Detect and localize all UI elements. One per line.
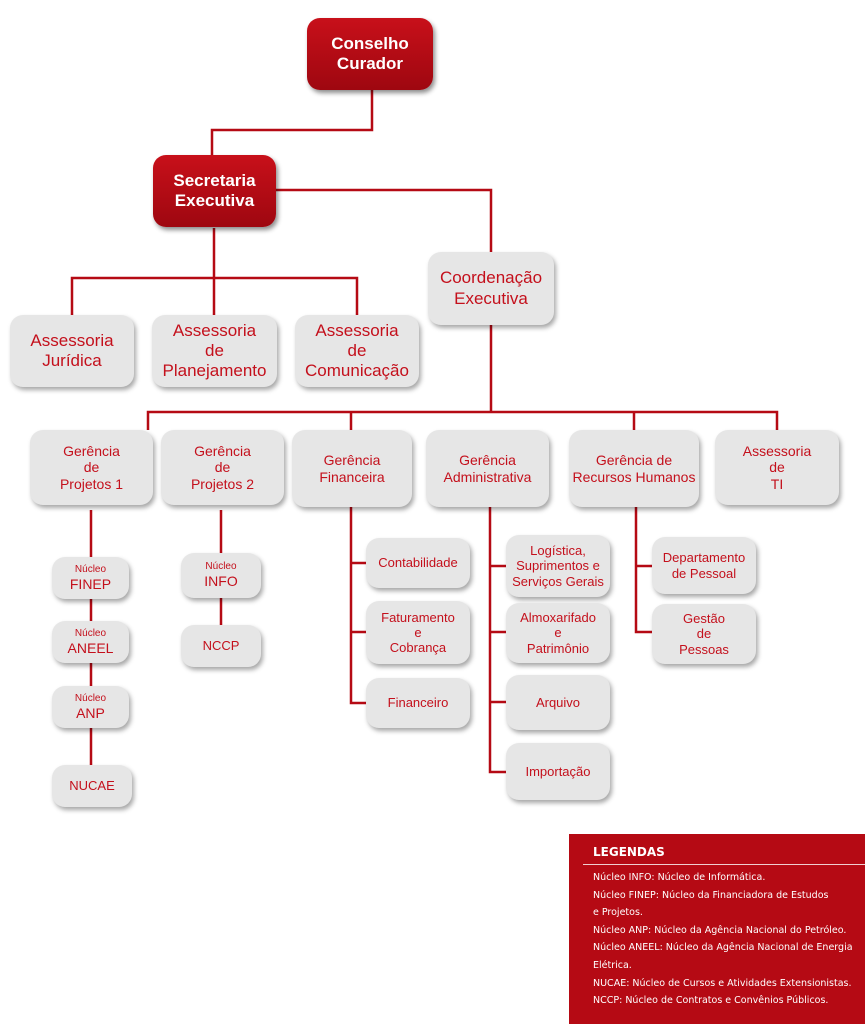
node-secretaria-executiva: Secretaria Executiva <box>153 155 276 227</box>
legend-panel: LEGENDAS Núcleo INFO: Núcleo de Informát… <box>569 834 865 1024</box>
legend-item: NCCP: Núcleo de Contratos e Convênios Pú… <box>593 995 829 1007</box>
legend-divider <box>583 864 865 865</box>
node-conselho-curador: Conselho Curador <box>307 18 433 90</box>
node-departamento-pessoal: Departamento de Pessoal <box>652 537 756 594</box>
nucleo-prefix: Núcleo <box>74 563 107 575</box>
node-nucleo-finep: Núcleo FINEP <box>52 557 129 599</box>
node-contabilidade: Contabilidade <box>366 538 470 588</box>
node-assessoria-juridica: Assessoria Jurídica <box>10 315 134 387</box>
legend-item: Núcleo ANP: Núcleo da Agência Nacional d… <box>593 924 847 936</box>
node-nucleo-aneel: Núcleo ANEEL <box>52 621 129 663</box>
node-logistica-suprimentos: Logística, Suprimentos e Serviços Gerais <box>506 535 610 597</box>
legend-item: NUCAE: Núcleo de Cursos e Atividades Ext… <box>593 977 852 989</box>
node-gerencia-administrativa: Gerência Administrativa <box>426 430 549 507</box>
nucleo-prefix: Núcleo <box>74 692 107 704</box>
legend-item: Núcleo ANEEL: Núcleo da Agência Nacional… <box>593 942 853 954</box>
node-almoxarifado-patrimonio: Almoxarifado e Patrimônio <box>506 603 610 663</box>
nucleo-prefix: Núcleo <box>205 561 237 573</box>
node-nucae: NUCAE <box>52 765 132 807</box>
node-faturamento-cobranca: Faturamento e Cobrança <box>366 601 470 664</box>
legend-item: Núcleo INFO: Núcleo de Informática. <box>593 872 766 883</box>
node-arquivo: Arquivo <box>506 675 610 730</box>
node-gerencia-recursos-humanos: Gerência de Recursos Humanos <box>569 430 699 507</box>
node-gerencia-projetos-2: Gerência de Projetos 2 <box>161 430 284 505</box>
node-financeiro: Financeiro <box>366 678 470 728</box>
node-assessoria-planejamento: Assessoria de Planejamento <box>152 315 277 387</box>
nucleo-name: ANEEL <box>67 639 114 656</box>
legend-item: Núcleo FINEP: Núcleo da Financiadora de … <box>593 889 829 901</box>
node-coordenacao-executiva: Coordenação Executiva <box>428 252 554 325</box>
legend-title: LEGENDAS <box>593 845 665 859</box>
node-gestao-pessoas: Gestão de Pessoas <box>652 604 756 664</box>
node-nucleo-info: Núcleo INFO <box>181 553 261 598</box>
node-assessoria-comunicacao: Assessoria de Comunicação <box>295 315 419 387</box>
legend-items: Núcleo INFO: Núcleo de Informática. Núcl… <box>593 869 859 1010</box>
node-nccp: NCCP <box>181 625 261 667</box>
node-gerencia-financeira: Gerência Financeira <box>292 430 412 507</box>
nucleo-name: FINEP <box>69 575 112 592</box>
nucleo-name: ANP <box>76 704 105 721</box>
node-nucleo-anp: Núcleo ANP <box>52 686 129 728</box>
legend-item: e Projetos. <box>593 907 643 919</box>
nucleo-prefix: Núcleo <box>74 627 107 639</box>
nucleo-name: INFO <box>204 573 238 590</box>
node-importacao: Importação <box>506 743 610 800</box>
node-gerencia-projetos-1: Gerência de Projetos 1 <box>30 430 153 505</box>
node-assessoria-ti: Assessoria de TI <box>715 430 839 505</box>
legend-item: Elétrica. <box>593 959 632 971</box>
